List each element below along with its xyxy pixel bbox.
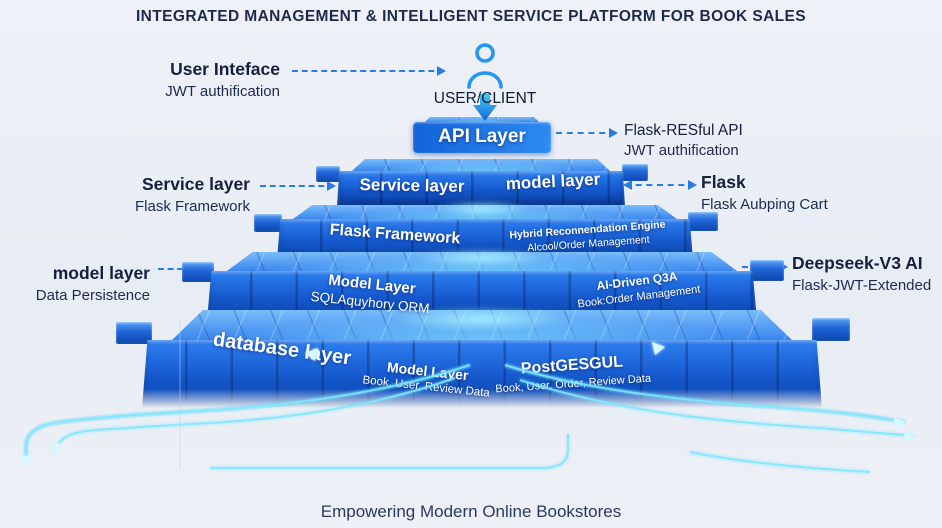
annotation-title: Flask-RESful API <box>624 122 743 139</box>
arrowhead-right-icon <box>437 66 446 76</box>
down-arrow-icon <box>470 94 500 127</box>
arrowhead-right-icon <box>327 181 336 191</box>
user-icon <box>463 42 507 95</box>
decor-cube <box>316 166 340 182</box>
arrowhead-right-icon <box>609 128 618 138</box>
page-title: INTEGRATED MANAGEMENT & INTELLIGENT SERV… <box>135 8 807 25</box>
decor-cube <box>622 164 648 181</box>
glow-hub <box>412 248 552 268</box>
arrow-user-interface <box>292 65 446 77</box>
label-service-layer: Service layer <box>359 175 465 196</box>
annotation-deepseek: Deepseek-V3 AI Flask-JWT-Extended <box>792 253 942 296</box>
tier1-front: API Layer <box>413 122 551 153</box>
glow-hub <box>392 306 572 332</box>
annotation-title: model layer <box>52 263 150 283</box>
tier1-top <box>424 117 540 123</box>
dashed-line <box>292 70 444 72</box>
annotation-flask-restful: Flask-RESful API JWT authification <box>624 121 844 161</box>
label-api-layer: API Layer <box>438 126 526 147</box>
annotation-subtitle: Flask Aubping Cart <box>701 195 828 213</box>
user-client-label: USER/CLIENT <box>433 90 537 107</box>
arrowhead-right-icon <box>688 180 697 190</box>
dashed-line <box>625 184 695 186</box>
annotation-user-interface: User Inteface JWT authification <box>20 59 280 102</box>
decor-cube <box>116 322 152 344</box>
decor-cube <box>750 260 784 281</box>
annotation-model-layer: model layer Data Persistence <box>0 263 150 306</box>
annotation-title: Flask <box>701 172 746 192</box>
decor-cube <box>254 214 282 232</box>
tier2-top <box>352 159 610 171</box>
arrow-flask-restful <box>556 127 618 139</box>
annotation-subtitle: JWT authification <box>165 82 280 100</box>
arrowhead-left-icon <box>623 180 632 190</box>
arrow-service-layer <box>260 180 336 192</box>
decor-cube <box>688 212 718 231</box>
annotation-subtitle: Flask-JWT-Extended <box>792 276 932 294</box>
decor-cube <box>182 262 214 282</box>
decor-cube <box>812 318 850 341</box>
annotation-subtitle: Flask Framework <box>134 197 250 215</box>
annotation-title: Service layer <box>141 174 250 194</box>
annotation-title: Deepseek-V3 AI <box>792 253 923 273</box>
annotation-title: User Inteface <box>170 59 280 79</box>
annotation-subtitle: JWT authification <box>624 142 739 160</box>
glow-hub <box>432 200 532 218</box>
arrow-flask <box>623 179 697 191</box>
annotation-service-layer: Service layer Flask Framework <box>20 174 250 217</box>
dashed-line <box>556 132 616 134</box>
footer-caption: Empowering Modern Online Bookstores <box>320 502 622 521</box>
annotation-subtitle: Data Persistence <box>35 286 150 304</box>
annotation-flask: Flask Flask Aubping Cart <box>701 172 921 215</box>
dashed-line <box>260 185 334 187</box>
